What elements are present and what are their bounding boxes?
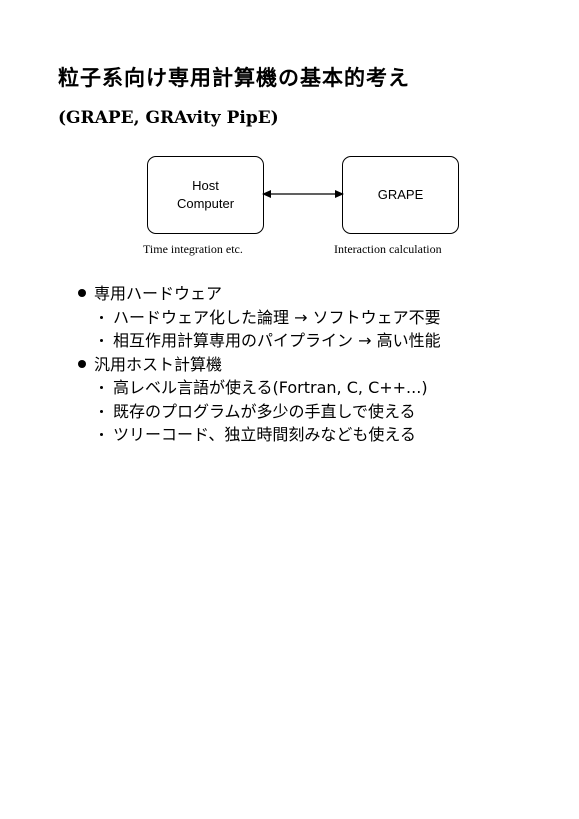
list-item-label: 既存のプログラムが多少の手直しで使える [113, 401, 416, 421]
bullet-icon [100, 315, 103, 319]
bullet-icon [100, 386, 103, 389]
list-item: 相互作用計算専用のパイプライン → 高い性能 [78, 329, 441, 353]
bullet-icon [100, 339, 103, 342]
host-computer-box: Host Computer [147, 156, 264, 234]
section-heading: 汎用ホスト計算機 [78, 353, 441, 377]
section-heading-label: 汎用ホスト計算機 [94, 354, 223, 374]
bullet-icon [78, 359, 86, 368]
bullet-icon [100, 433, 103, 436]
grape-box: GRAPE [342, 156, 459, 234]
bullet-icon [100, 409, 103, 413]
section-heading: 専用ハードウェア [78, 282, 441, 306]
page-title: 粒子系向け専用計算機の基本的考え [58, 66, 410, 90]
bidirectional-arrow-icon [262, 190, 344, 198]
host-caption: Time integration etc. [143, 242, 243, 256]
list-item-label: ツリーコード、独立時間刻みなども使える [113, 425, 416, 444]
feature-list: 専用ハードウェア ハードウェア化した論理 → ソフトウェア不要 相互作用計算専用… [78, 282, 441, 447]
grape-label: GRAPE [377, 187, 424, 202]
list-item: 既存のプログラムが多少の手直しで使える [78, 400, 441, 424]
list-item-label: 相互作用計算専用のパイプライン → 高い性能 [113, 331, 441, 350]
page-subtitle: (GRAPE, GRAvity PipE) [58, 108, 279, 128]
grape-caption: Interaction calculation [334, 242, 442, 256]
list-item: ツリーコード、独立時間刻みなども使える [78, 423, 441, 447]
section-heading-label: 専用ハードウェア [94, 284, 223, 303]
list-item-label: 高レベル言語が使える(Fortran, C, C++...) [113, 378, 428, 397]
list-item-label: ハードウェア化した論理 → ソフトウェア不要 [113, 307, 441, 327]
bullet-icon [78, 289, 86, 297]
list-item: 高レベル言語が使える(Fortran, C, C++...) [78, 376, 441, 400]
system-diagram: Host Computer GRAPE Time integration etc… [0, 0, 579, 300]
host-computer-label: Host Computer [176, 178, 235, 211]
list-item: ハードウェア化した論理 → ソフトウェア不要 [78, 306, 441, 330]
